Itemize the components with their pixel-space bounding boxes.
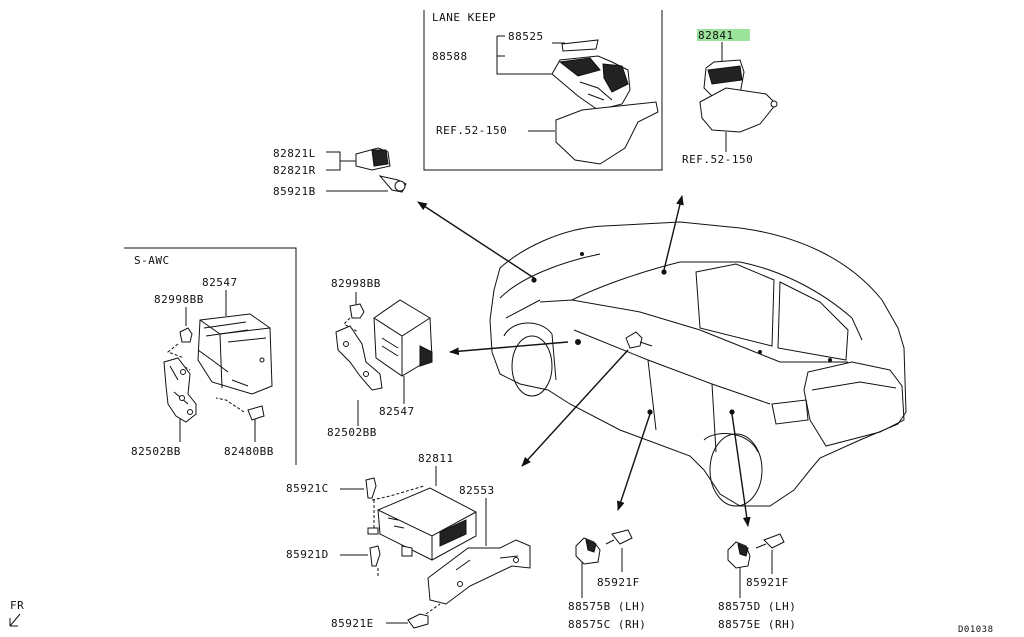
front-sensor-82821R[interactable]: 82821R [273, 164, 316, 177]
sawc-unit-82547[interactable]: 82547 [202, 276, 238, 289]
sawc-bracket-82502BB[interactable]: 82502BB [131, 445, 181, 458]
sawc-nut-shape [179, 327, 193, 343]
srs-bolt-85921E[interactable]: 85921E [331, 617, 374, 630]
part-highlight [697, 29, 750, 41]
side-rh-sensor-88575D[interactable]: 88575D (LH) [718, 600, 796, 613]
front-sensor-82821L[interactable]: 82821L [273, 147, 316, 160]
side-lh-bolt-shape [611, 529, 633, 545]
side-rh-bolt-shape [763, 533, 785, 549]
center-unit-group: 82998BB 82547 82502BB [327, 277, 433, 439]
diagram-code: D01038 [958, 625, 994, 635]
side-rh-bolt-85921F[interactable]: 85921F [746, 576, 789, 589]
sawc-title: S-AWC [134, 254, 170, 267]
center-bracket-shape [335, 325, 383, 391]
front-sensor-group: 82821L 82821R 85921B [273, 147, 407, 198]
lane-keep-camera-shape [551, 55, 631, 111]
side-lh-bolt-85921F[interactable]: 85921F [597, 576, 640, 589]
srs-unit-shape [367, 487, 477, 561]
front-sensor-bolt-85921B[interactable]: 85921B [273, 185, 316, 198]
srs-bracket-82553[interactable]: 82553 [459, 484, 495, 497]
bolt-85921E-shape [407, 613, 429, 629]
sawc-bolt-82480BB[interactable]: 82480BB [224, 445, 274, 458]
camera-shape [699, 59, 778, 133]
lane-keep-bracket-88588[interactable]: 88588 [432, 50, 468, 63]
side-lh-sensor-88575C[interactable]: 88575C (RH) [568, 618, 646, 631]
center-nut-shape [349, 303, 365, 319]
lane-keep-part-88525[interactable]: 88525 [508, 30, 544, 43]
sawc-bolt-shape [247, 405, 265, 421]
side-sensor-lh-group: 85921F 88575B (LH) 88575C (RH) [568, 529, 646, 631]
vehicle-illustration [489, 221, 907, 507]
sawc-unit-shape [197, 313, 273, 395]
srs-group: 82811 82553 85921C 85921D 85921E [286, 452, 531, 630]
lane-keep-ref[interactable]: REF.52-150 [436, 124, 507, 137]
sawc-bracket-shape [163, 357, 197, 423]
lane-keep-mount-shape [555, 101, 659, 165]
pointer-arrows [417, 195, 751, 527]
srs-bolt-85921C[interactable]: 85921C [286, 482, 329, 495]
sawc-frame [124, 247, 297, 465]
lane-keep-frame [423, 10, 663, 171]
side-lh-sensor-88575B[interactable]: 88575B (LH) [568, 600, 646, 613]
srs-bracket-shape [427, 539, 531, 605]
sawc-nut-82998BB[interactable]: 82998BB [154, 293, 204, 306]
lane-keep-title: LANE KEEP [432, 11, 496, 24]
camera-group: 82841 REF.52-150 [682, 29, 778, 166]
front-direction-label: FR [10, 599, 24, 612]
center-unit-nut-82998BB[interactable]: 82998BB [331, 277, 381, 290]
bolt-85921C-shape [365, 477, 377, 499]
side-sensor-rh-group: 85921F 88575D (LH) 88575E (RH) [718, 533, 796, 631]
lane-keep-group: LANE KEEP 88525 88588 REF.52-150 [423, 10, 663, 171]
srs-bolt-85921D[interactable]: 85921D [286, 548, 329, 561]
center-unit-shape [373, 299, 433, 377]
lane-keep-cover-shape [561, 39, 599, 52]
camera-ref[interactable]: REF.52-150 [682, 153, 753, 166]
bolt-85921D-shape [369, 545, 381, 567]
srs-unit-82811[interactable]: 82811 [418, 452, 454, 465]
front-direction-arrow-icon [9, 613, 21, 627]
side-rh-sensor-88575E[interactable]: 88575E (RH) [718, 618, 796, 631]
camera-part-82841[interactable]: 82841 [698, 29, 734, 42]
center-unit-bracket-82502BB[interactable]: 82502BB [327, 426, 377, 439]
sawc-group: S-AWC 82547 82998BB 82502BB 82480BB [124, 247, 297, 465]
center-unit-82547[interactable]: 82547 [379, 405, 415, 418]
